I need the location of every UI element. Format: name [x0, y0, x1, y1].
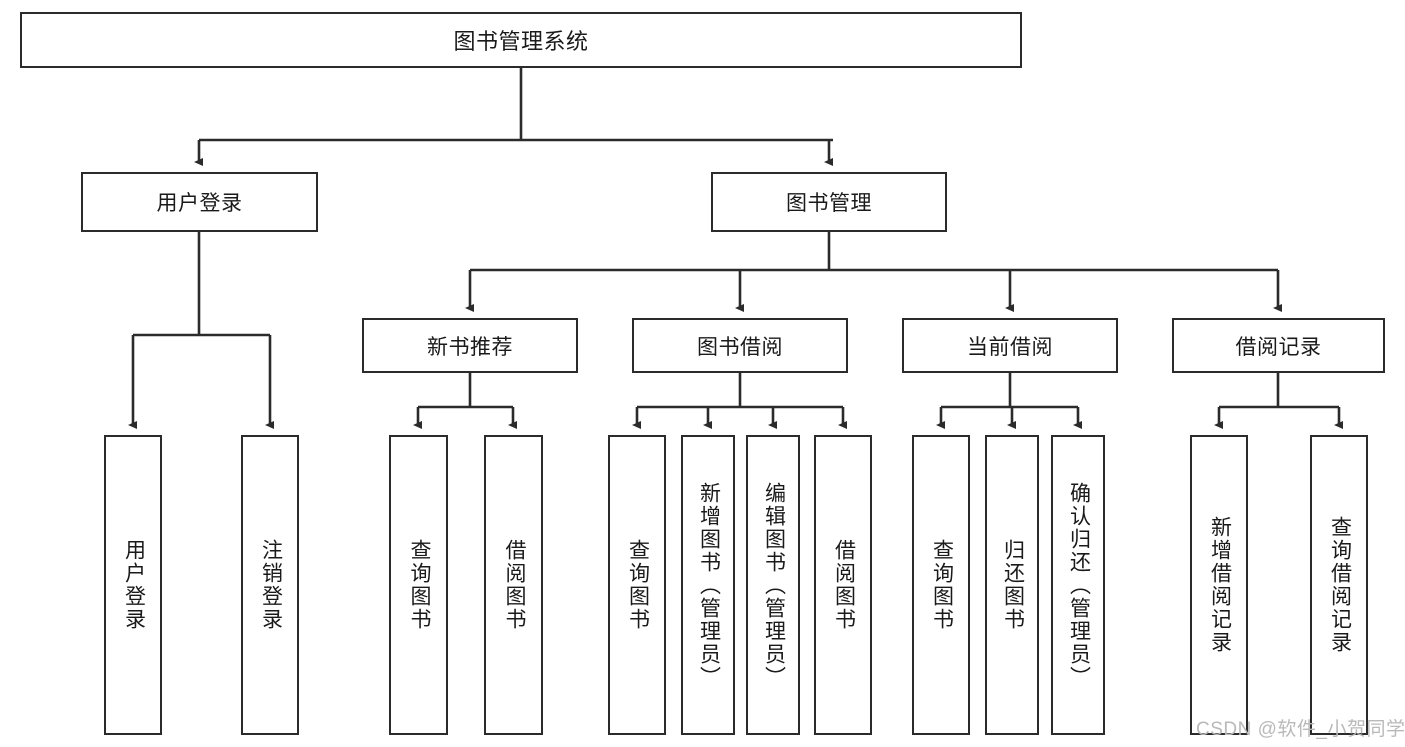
node-leaf-query-book-3-label: 查询图书	[930, 539, 954, 631]
node-leaf-logout-label: 注销登录	[259, 539, 283, 631]
node-leaf-add-book-label: 新增图书（管理员）	[697, 481, 721, 689]
node-leaf-confirm-return-label: 确认归还（管理员）	[1067, 481, 1091, 689]
node-new-book-rec[interactable]: 新书推荐	[362, 318, 578, 373]
node-leaf-user-login-label: 用户登录	[122, 539, 146, 631]
node-current-borrow-label: 当前借阅	[967, 335, 1053, 359]
node-leaf-query-record[interactable]: 查询借阅记录	[1310, 435, 1368, 735]
node-leaf-return-book[interactable]: 归还图书	[985, 435, 1039, 735]
node-borrow-record-label: 借阅记录	[1235, 335, 1322, 359]
node-new-book-rec-label: 新书推荐	[427, 335, 513, 359]
node-leaf-borrow-book-2[interactable]: 借阅图书	[814, 435, 872, 735]
node-leaf-query-book-1-label: 查询图书	[407, 539, 431, 631]
node-leaf-confirm-return[interactable]: 确认归还（管理员）	[1051, 435, 1105, 735]
node-leaf-logout[interactable]: 注销登录	[241, 435, 299, 735]
node-leaf-borrow-book-1-label: 借阅图书	[502, 539, 526, 631]
node-leaf-borrow-book-2-label: 借阅图书	[832, 539, 856, 631]
node-leaf-query-book-3[interactable]: 查询图书	[912, 435, 970, 735]
node-leaf-query-book-2-label: 查询图书	[626, 539, 650, 631]
node-leaf-borrow-book-1[interactable]: 借阅图书	[484, 435, 543, 735]
node-book-borrow[interactable]: 图书借阅	[632, 318, 848, 373]
node-leaf-user-login[interactable]: 用户登录	[104, 435, 162, 735]
node-user-login[interactable]: 用户登录	[81, 172, 318, 232]
node-leaf-add-book[interactable]: 新增图书（管理员）	[681, 435, 735, 735]
node-leaf-query-book-1[interactable]: 查询图书	[389, 435, 448, 735]
node-leaf-edit-book-label: 编辑图书（管理员）	[762, 481, 786, 689]
node-book-manage-label: 图书管理	[786, 192, 872, 215]
node-root-label: 图书管理系统	[453, 29, 589, 54]
node-current-borrow[interactable]: 当前借阅	[902, 318, 1118, 373]
node-borrow-record[interactable]: 借阅记录	[1172, 318, 1385, 373]
watermark: CSDN @软件_小贺同学	[1196, 719, 1405, 740]
node-leaf-query-book-2[interactable]: 查询图书	[608, 435, 666, 735]
node-leaf-add-record-label: 新增借阅记录	[1208, 516, 1232, 654]
node-root[interactable]: 图书管理系统	[20, 12, 1022, 68]
node-book-manage[interactable]: 图书管理	[711, 172, 947, 232]
node-book-borrow-label: 图书借阅	[697, 335, 783, 359]
node-leaf-query-record-label: 查询借阅记录	[1328, 516, 1352, 654]
node-leaf-add-record[interactable]: 新增借阅记录	[1190, 435, 1248, 735]
node-user-login-label: 用户登录	[156, 192, 243, 215]
node-leaf-edit-book[interactable]: 编辑图书（管理员）	[746, 435, 800, 735]
node-leaf-return-book-label: 归还图书	[1001, 539, 1025, 631]
